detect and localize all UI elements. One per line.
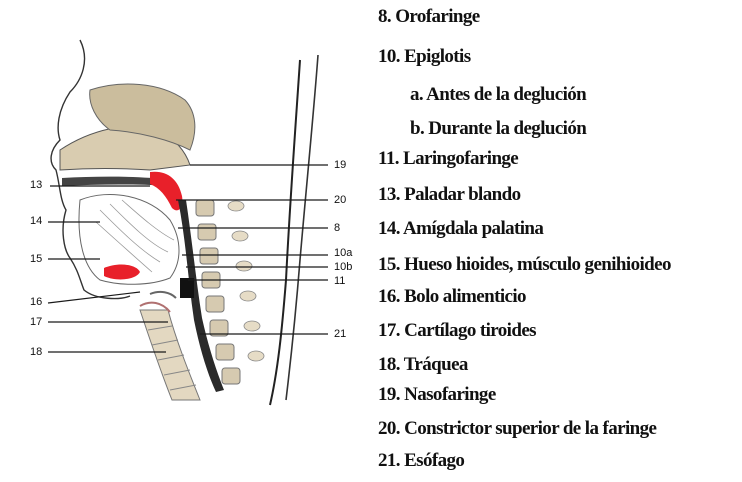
legend-item-10b: b. Durante la deglución — [410, 118, 587, 139]
legend-item-21: 21. Esófago — [378, 450, 465, 471]
legend-item-11: 11. Laringofaringe — [378, 148, 519, 169]
callout-10a: 10a — [334, 247, 353, 259]
epiglottis-block — [180, 278, 194, 298]
face-profile — [50, 39, 131, 300]
callout-19: 19 — [334, 159, 347, 171]
hard-palate — [62, 176, 172, 186]
trachea — [139, 309, 201, 401]
legend-item-20: 20. Constrictor superior de la faringe — [378, 418, 657, 439]
callout-21: 21 — [334, 328, 347, 340]
tongue — [78, 194, 180, 285]
neck-inner-contour — [285, 54, 319, 401]
trachea-rings — [147, 325, 197, 391]
callout-17: 17 — [30, 316, 43, 328]
leader-lines — [47, 164, 328, 353]
bolus-red — [104, 264, 140, 280]
callout-20: 20 — [334, 194, 347, 206]
callout-16: 16 — [30, 296, 43, 308]
neck-back-contour — [269, 59, 301, 406]
callout-11: 11 — [334, 275, 346, 287]
callout-15: 15 — [30, 253, 43, 265]
skull-base — [89, 83, 196, 151]
legend-item-18: 18. Tráquea — [378, 354, 468, 375]
legend-item-10a: a. Antes de la deglución — [410, 84, 587, 105]
callout-10b: 10b — [334, 261, 353, 273]
callout-8: 8 — [334, 222, 341, 234]
legend-item-15: 15. Hueso hioides, músculo genihioideo — [378, 254, 671, 275]
callout-14: 14 — [30, 215, 43, 227]
legend-item-17: 17. Cartílago tiroides — [378, 320, 537, 341]
callout-18: 18 — [30, 346, 43, 358]
tongue-fibers — [95, 199, 175, 273]
legend-item-13: 13. Paladar blando — [378, 184, 521, 205]
esophagus-tube — [178, 200, 224, 392]
thyroid-cartilage — [139, 301, 171, 313]
legend-item-8: 8. Orofaringe — [378, 6, 480, 27]
callout-13: 13 — [30, 179, 43, 191]
legend-item-10: 10. Epiglotis — [378, 46, 471, 67]
hyoid-bone — [149, 290, 177, 299]
legend-item-14: 14. Amígdala palatina — [378, 218, 544, 239]
soft-palate-red — [150, 171, 183, 211]
vertebra-processes — [227, 200, 265, 362]
legend-item-19: 19. Nasofaringe — [378, 384, 496, 405]
legend-item-16: 16. Bolo alimenticio — [378, 286, 527, 307]
